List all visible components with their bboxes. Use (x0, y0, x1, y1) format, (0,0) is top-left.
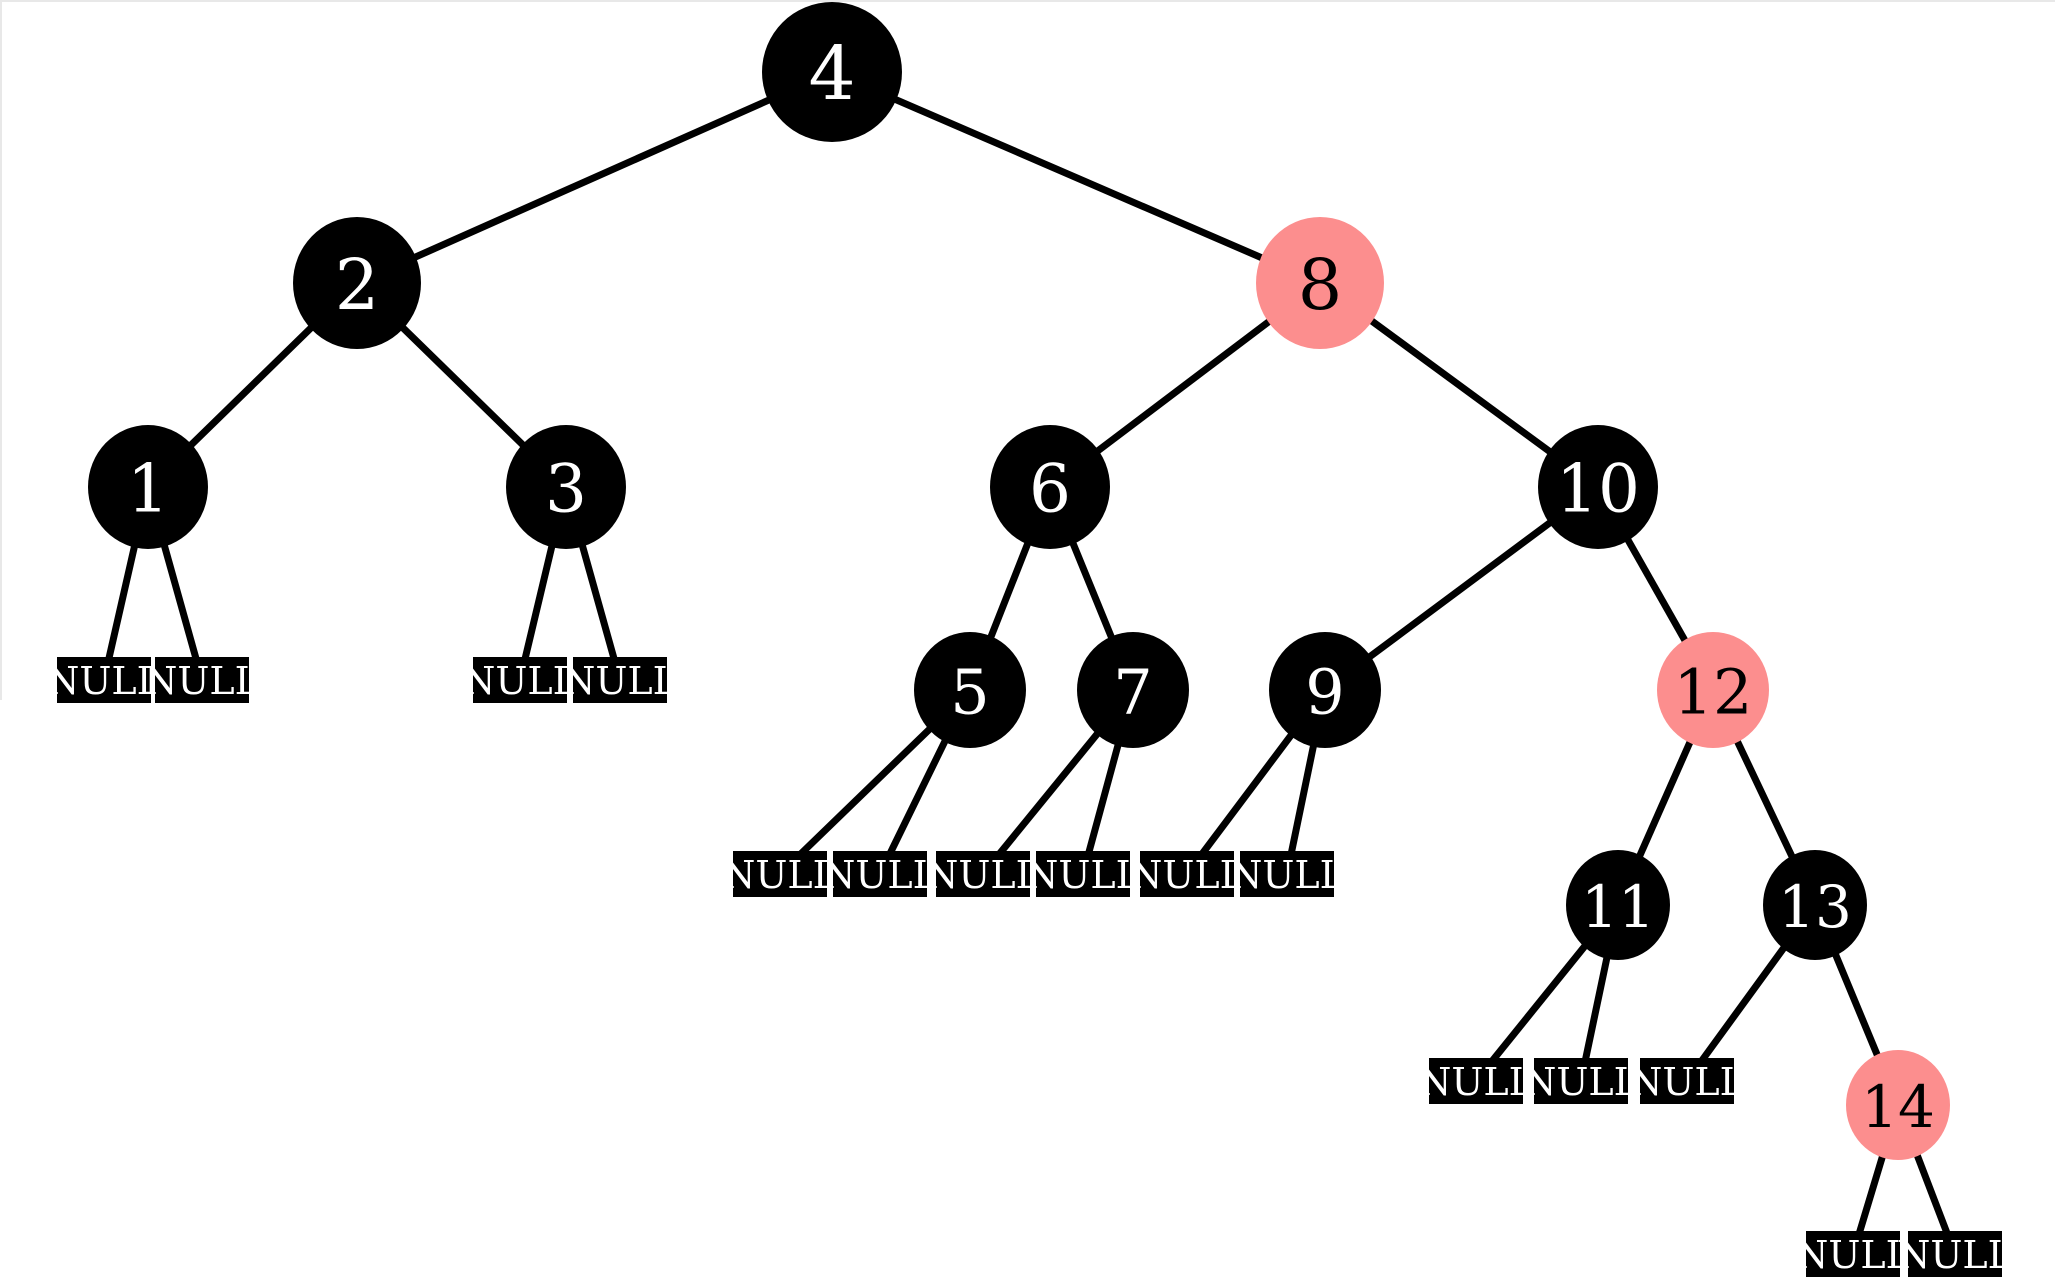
node-circle-black[interactable] (506, 425, 626, 549)
null-leaf-label: NULL (46, 659, 162, 703)
node-label: 6 (1029, 451, 1071, 528)
null-leaf-label: NULL (1897, 1233, 2013, 1277)
node-label: 1 (127, 451, 169, 528)
tree-edge-n4-to-n8 (830, 68, 1322, 287)
null-leaf-box (1140, 851, 1234, 897)
tree-node-8[interactable]: 8 (1256, 217, 1384, 349)
null-leaf: NULL (1795, 1231, 1911, 1277)
tree-node-6[interactable]: 6 (990, 425, 1110, 549)
null-leaf: NULL (46, 657, 162, 703)
node-circle-red[interactable] (1256, 217, 1384, 349)
null-leaf-label: NULL (1629, 1060, 1745, 1104)
node-label: 4 (808, 31, 855, 117)
null-leaf-label: NULL (1523, 1060, 1639, 1104)
null-leaf-label: NULL (1229, 853, 1345, 897)
null-leaf-box (1534, 1058, 1628, 1104)
null-leaf-box (1640, 1058, 1734, 1104)
node-label: 2 (335, 244, 380, 326)
node-circle-black[interactable] (990, 425, 1110, 549)
tree-node-4[interactable]: 4 (762, 2, 902, 142)
node-circle-black[interactable] (1538, 425, 1658, 549)
node-circle-black[interactable] (1077, 632, 1189, 748)
tree-node-13[interactable]: 13 (1763, 850, 1867, 960)
null-leaf-box (936, 851, 1030, 897)
node-label: 9 (1305, 656, 1344, 729)
null-leaf: NULL (822, 851, 938, 897)
null-leaf-label: NULL (822, 853, 938, 897)
null-leaf-box (1240, 851, 1334, 897)
null-leaf-label: NULL (1418, 1060, 1534, 1104)
null-leaf-label: NULL (1795, 1233, 1911, 1277)
node-circle-black[interactable] (293, 217, 421, 349)
tree-node-1[interactable]: 1 (88, 425, 208, 549)
node-circle-black[interactable] (914, 632, 1026, 748)
null-leaf: NULL (1523, 1058, 1639, 1104)
node-label: 13 (1778, 873, 1852, 941)
null-leaf-label: NULL (1129, 853, 1245, 897)
tree-node-7[interactable]: 7 (1077, 632, 1189, 748)
node-label: 14 (1861, 1073, 1935, 1141)
null-leaf-label: NULL (925, 853, 1041, 897)
null-leaf: NULL (462, 657, 578, 703)
node-circle-black[interactable] (1566, 850, 1670, 960)
null-leaf-label: NULL (1025, 853, 1141, 897)
tree-node-10[interactable]: 10 (1538, 425, 1658, 549)
left-border-rule (0, 0, 2, 700)
node-label: 8 (1298, 244, 1343, 326)
node-circle-black[interactable] (762, 2, 902, 142)
node-label: 11 (1581, 873, 1655, 941)
tree-node-14[interactable]: 14 (1846, 1050, 1950, 1160)
null-leaf: NULL (144, 657, 260, 703)
null-leaf-box (833, 851, 927, 897)
null-leaf-label: NULL (722, 853, 838, 897)
null-leaf: NULL (722, 851, 838, 897)
null-leaf-label: NULL (562, 659, 678, 703)
node-label: 3 (545, 451, 587, 528)
tree-node-12[interactable]: 12 (1657, 632, 1769, 748)
tree-edge-n4-to-n2 (355, 68, 834, 287)
node-label: 5 (950, 656, 989, 729)
null-leaf-box (473, 657, 567, 703)
tree-node-11[interactable]: 11 (1566, 850, 1670, 960)
node-circle-red[interactable] (1657, 632, 1769, 748)
null-leaf: NULL (1229, 851, 1345, 897)
null-leaf: NULL (1418, 1058, 1534, 1104)
node-label: 7 (1113, 656, 1152, 729)
null-leaf-box (1429, 1058, 1523, 1104)
null-leaf-label: NULL (462, 659, 578, 703)
null-leaf: NULL (1129, 851, 1245, 897)
null-leaf: NULL (562, 657, 678, 703)
null-leaf: NULL (1897, 1231, 2013, 1277)
null-leaf-box (1036, 851, 1130, 897)
node-label: 12 (1674, 656, 1753, 729)
null-leaf-box (1806, 1231, 1900, 1277)
null-leaf-box (733, 851, 827, 897)
null-leaf-box (57, 657, 151, 703)
node-circle-black[interactable] (1269, 632, 1381, 748)
null-leaf: NULL (1629, 1058, 1745, 1104)
null-leaf: NULL (925, 851, 1041, 897)
node-circle-red[interactable] (1846, 1050, 1950, 1160)
node-label: 10 (1556, 451, 1640, 528)
tree-node-9[interactable]: 9 (1269, 632, 1381, 748)
top-border-rule (0, 0, 2055, 2)
tree-node-2[interactable]: 2 (293, 217, 421, 349)
node-circle-black[interactable] (1763, 850, 1867, 960)
null-leaf-box (1908, 1231, 2002, 1277)
null-leaf: NULL (1025, 851, 1141, 897)
null-leaf-label: NULL (144, 659, 260, 703)
null-leaf-box (155, 657, 249, 703)
tree-node-3[interactable]: 3 (506, 425, 626, 549)
tree-node-5[interactable]: 5 (914, 632, 1026, 748)
null-leaf-box (573, 657, 667, 703)
node-circle-black[interactable] (88, 425, 208, 549)
